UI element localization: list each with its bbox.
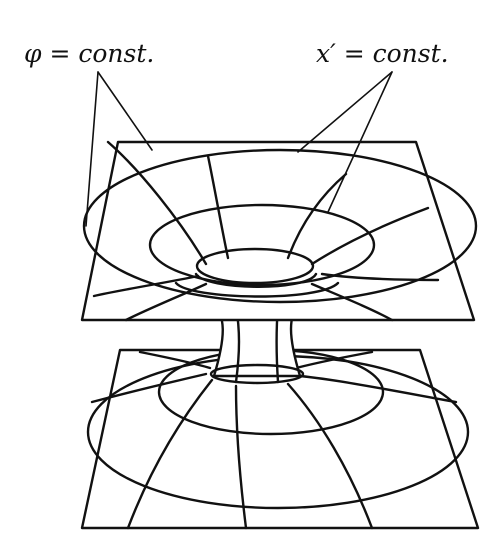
upper-radial-line bbox=[320, 272, 440, 282]
leader-xprime-2 bbox=[327, 71, 393, 213]
leader-phi-2 bbox=[97, 71, 153, 151]
lower-radial-line bbox=[138, 350, 212, 370]
lower-sheet-outline bbox=[80, 348, 480, 530]
lower-radial-line bbox=[126, 378, 214, 530]
lower-radial-line bbox=[298, 374, 458, 404]
upper-radial-line bbox=[92, 274, 200, 298]
lower-sheet bbox=[80, 348, 480, 530]
upper-middle-ellipse bbox=[148, 203, 376, 287]
label-xprime-group: x′ = const. bbox=[297, 39, 449, 213]
lower-radial-line bbox=[286, 382, 374, 530]
label-x-prime-const: x′ = const. bbox=[316, 39, 449, 68]
upper-sheet-outline bbox=[80, 140, 476, 322]
lower-radial-line bbox=[294, 350, 374, 370]
upper-radial-line bbox=[206, 154, 230, 260]
leader-xprime-1 bbox=[297, 71, 393, 153]
upper-funnel-lip-inner bbox=[194, 272, 318, 288]
upper-inner-ellipse bbox=[195, 247, 315, 285]
throat-bottom-rim bbox=[209, 363, 305, 385]
upper-radial-line bbox=[124, 282, 208, 322]
upper-radial-line bbox=[106, 140, 208, 266]
lower-radial-line bbox=[90, 372, 208, 404]
upper-outer-ellipse bbox=[82, 148, 478, 304]
lower-radial-line bbox=[234, 384, 248, 530]
upper-radial-line bbox=[286, 172, 348, 260]
upper-radial-line bbox=[310, 282, 394, 322]
label-phi-const: φ = const. bbox=[24, 39, 154, 68]
upper-radial-line bbox=[310, 206, 430, 266]
leader-phi-1 bbox=[85, 71, 99, 227]
upper-sheet bbox=[80, 140, 478, 322]
label-phi-group: φ = const. bbox=[24, 39, 154, 227]
upper-funnel-lip bbox=[174, 281, 340, 298]
